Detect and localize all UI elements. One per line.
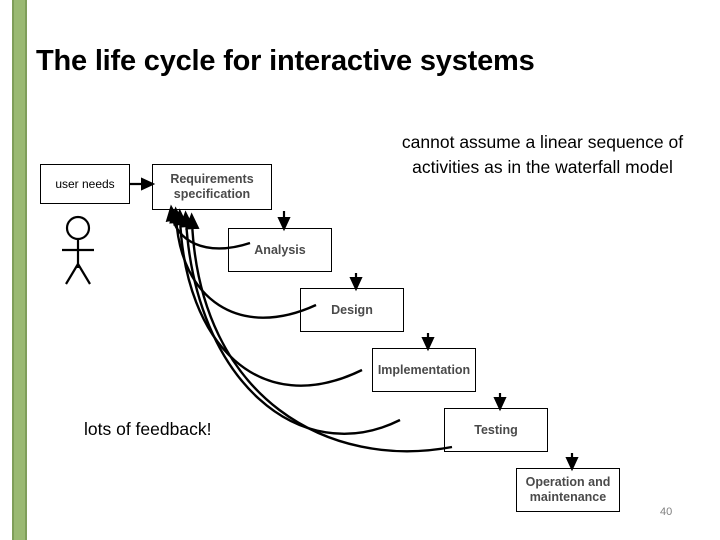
- stick-figure-icon: [62, 215, 94, 285]
- node-testing-label: Testing: [474, 422, 518, 437]
- page-number: 40: [660, 506, 673, 518]
- node-requirements: Requirements specification: [152, 164, 272, 210]
- node-operation-label: Operation and maintenance: [525, 475, 611, 504]
- feedback-arc-2: [169, 206, 317, 319]
- feedback-arc-3: [173, 208, 363, 387]
- note-feedback: lots of feedback!: [84, 419, 212, 439]
- feedback-arcs: [165, 204, 453, 453]
- node-analysis-label: Analysis: [254, 242, 306, 257]
- node-implementation-label: Implementation: [377, 362, 471, 377]
- node-user-needs: user needs: [40, 164, 130, 204]
- accent-bar: [12, 0, 27, 540]
- node-requirements-label: Requirements specification: [170, 172, 254, 201]
- node-design-label: Design: [331, 302, 373, 317]
- feedback-arc-5: [185, 212, 453, 453]
- feedback-arc-4: [179, 210, 401, 436]
- feedback-arc-1: [165, 204, 251, 250]
- note-waterfall: cannot assume a linear sequence of activ…: [401, 132, 684, 177]
- node-user-needs-label: user needs: [55, 176, 115, 191]
- page-title: The life cycle for interactive systems: [36, 45, 535, 77]
- node-operation: Operation and maintenance: [516, 468, 620, 512]
